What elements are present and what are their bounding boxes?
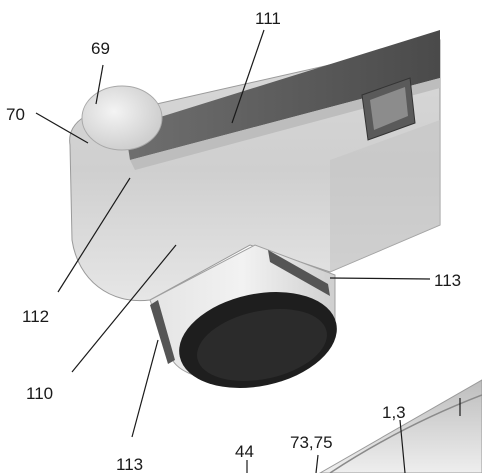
- outlet-spout: [149, 244, 337, 388]
- leader-lines: [35, 29, 461, 473]
- knob: [81, 85, 163, 151]
- label-112: 112: [22, 307, 49, 326]
- reference-labels: 69 70 111 112 110 113 113 44 73,75 1,3: [6, 9, 461, 473]
- label-44: 44: [235, 442, 254, 461]
- label-113-left: 113: [116, 455, 143, 473]
- label-110: 110: [26, 384, 53, 403]
- label-69: 69: [91, 39, 110, 58]
- label-1-3: 1,3: [382, 403, 406, 422]
- label-73-75: 73,75: [290, 433, 333, 452]
- label-111: 111: [255, 9, 281, 28]
- housing-body: [69, 30, 441, 302]
- label-70: 70: [6, 105, 25, 124]
- label-113-right: 113: [434, 271, 461, 290]
